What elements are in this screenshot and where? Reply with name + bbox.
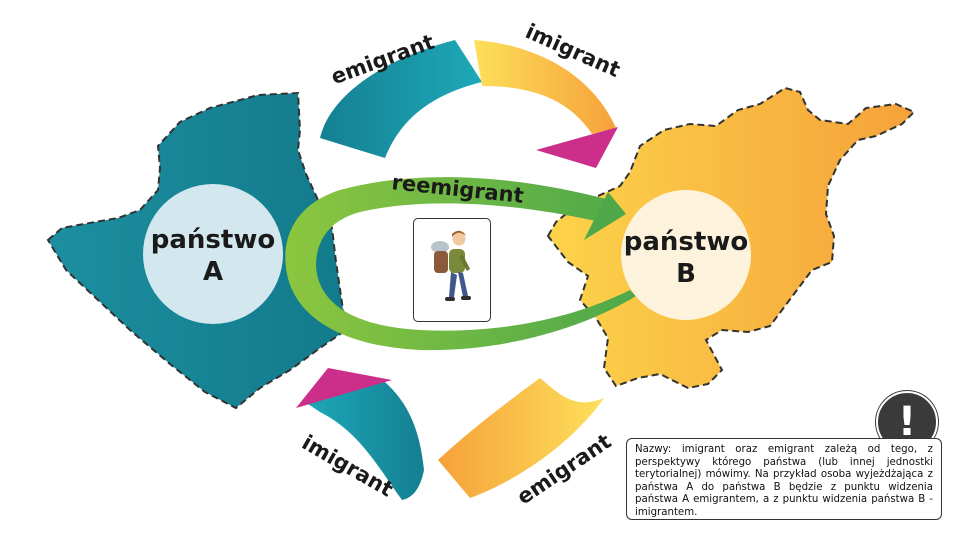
country-a-label-line1: państwo: [151, 225, 275, 255]
exclamation-mark: !: [897, 399, 917, 445]
country-b-circle: [621, 190, 751, 320]
arrow-top-left: [320, 40, 482, 158]
country-a-circle: [143, 184, 283, 324]
arrow-top-right: [474, 40, 616, 134]
arrow-bottom-left-head: [296, 368, 392, 408]
country-a-label-line2: A: [203, 257, 223, 287]
traveler-with-backpack-icon: [431, 230, 471, 301]
arrow-bottom-right: [438, 378, 604, 498]
traveler-card: [413, 218, 491, 322]
arrow-top-right-head: [536, 127, 618, 168]
info-note: Nazwy: imigrant oraz emigrant zależą od …: [626, 438, 942, 520]
country-b-label-line2: B: [676, 259, 696, 289]
arrow-reemigrant-head: [584, 192, 626, 240]
arrow-bottom-left: [302, 378, 424, 500]
country-b-label-line1: państwo: [624, 227, 748, 257]
